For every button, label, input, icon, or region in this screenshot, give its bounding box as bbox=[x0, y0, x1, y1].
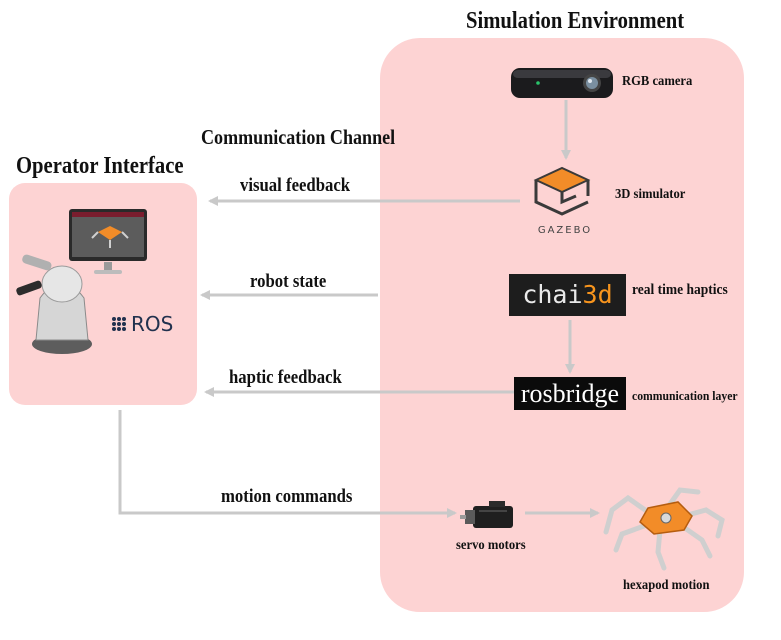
simulation-title: Simulation Environment bbox=[466, 8, 685, 34]
comm-layer-label: communication layer bbox=[632, 388, 738, 403]
servo-motor-icon bbox=[460, 501, 513, 528]
monitor-icon bbox=[69, 209, 147, 274]
chai3d-logo-accent: 3d bbox=[582, 280, 613, 309]
gazebo-icon bbox=[533, 166, 591, 216]
haptic-device-icon bbox=[16, 254, 92, 354]
haptic-feedback-label: haptic feedback bbox=[229, 367, 342, 388]
hexapod-icon bbox=[603, 487, 725, 571]
simulator-label: 3D simulator bbox=[615, 187, 686, 202]
ros-logo: ROS bbox=[111, 312, 173, 336]
servo-label: servo motors bbox=[456, 538, 526, 553]
servo-motor-image bbox=[459, 498, 521, 539]
motion-commands-label: motion commands bbox=[221, 486, 353, 507]
haptics-label: real time haptics bbox=[632, 282, 728, 298]
hexapod-label: hexapod motion bbox=[623, 578, 710, 593]
channel-title: Communication Channel bbox=[201, 125, 396, 149]
operator-title: Operator Interface bbox=[16, 153, 184, 179]
gazebo-wordmark: GAZEBO bbox=[537, 225, 593, 236]
chai3d-logo: chai3d bbox=[509, 274, 626, 316]
ros-dots-icon bbox=[112, 317, 126, 331]
haptic-device-image bbox=[14, 248, 94, 363]
robot-state-label: robot state bbox=[250, 271, 327, 292]
camera-icon bbox=[511, 68, 613, 98]
monitor-image bbox=[68, 208, 148, 283]
visual-feedback-label: visual feedback bbox=[240, 175, 351, 196]
motion-commands-arrow bbox=[118, 410, 457, 518]
gazebo-logo: GAZEBO bbox=[528, 166, 602, 236]
rgb-camera-label: RGB camera bbox=[622, 74, 693, 89]
rosbridge-logo: rosbridge bbox=[514, 377, 626, 410]
ros-wordmark: ROS bbox=[131, 312, 174, 336]
rgb-camera-image bbox=[510, 66, 614, 105]
chai3d-logo-text: chai bbox=[522, 280, 583, 309]
hexapod-image bbox=[598, 484, 728, 579]
